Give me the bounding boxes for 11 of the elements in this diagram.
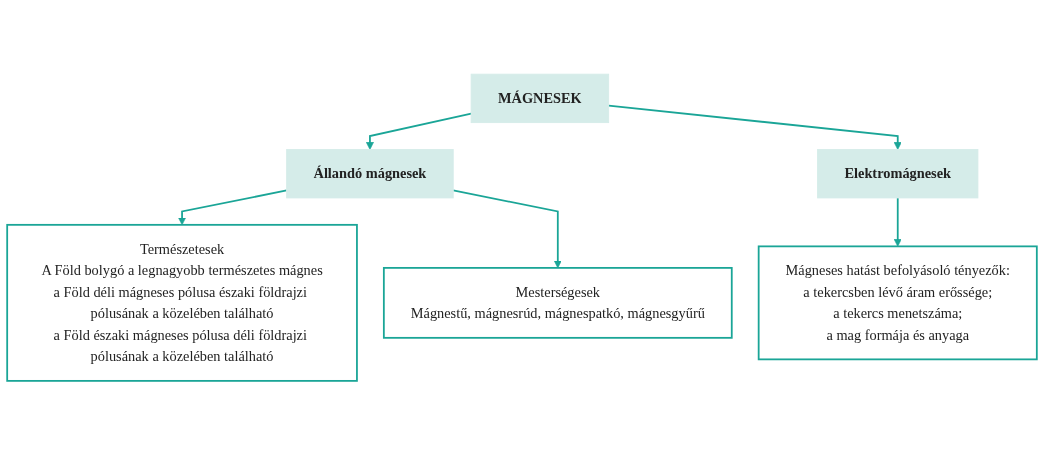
node-box: MÁGNESEK <box>470 74 610 124</box>
node-box: Mesterségesek Mágnestű, mágnesrúd, mágnespatkó, mágnesgyűrű <box>382 267 733 340</box>
node-box: Elektromágnesek <box>817 149 979 199</box>
arrow <box>178 190 288 226</box>
arrow <box>607 105 902 151</box>
arrow <box>366 113 473 151</box>
node-box: Mágneses hatást befolyásoló tényezők: a tekercsben lévő áram erőssége; a tekercs menetszáma; a mag formája és anyaga <box>757 245 1038 361</box>
node-box: Állandó mágnesek <box>286 149 454 199</box>
node-box: Természetesek A Föld bolygó a legnagyobb természetes mágnes a Föld déli mágneses pólusa északi földrajzi pólusának a közelében található a Föld északi mágneses pólusa déli földrajzi pólusának a közelében található <box>6 224 358 383</box>
arrow <box>452 190 562 269</box>
arrow <box>893 197 902 248</box>
